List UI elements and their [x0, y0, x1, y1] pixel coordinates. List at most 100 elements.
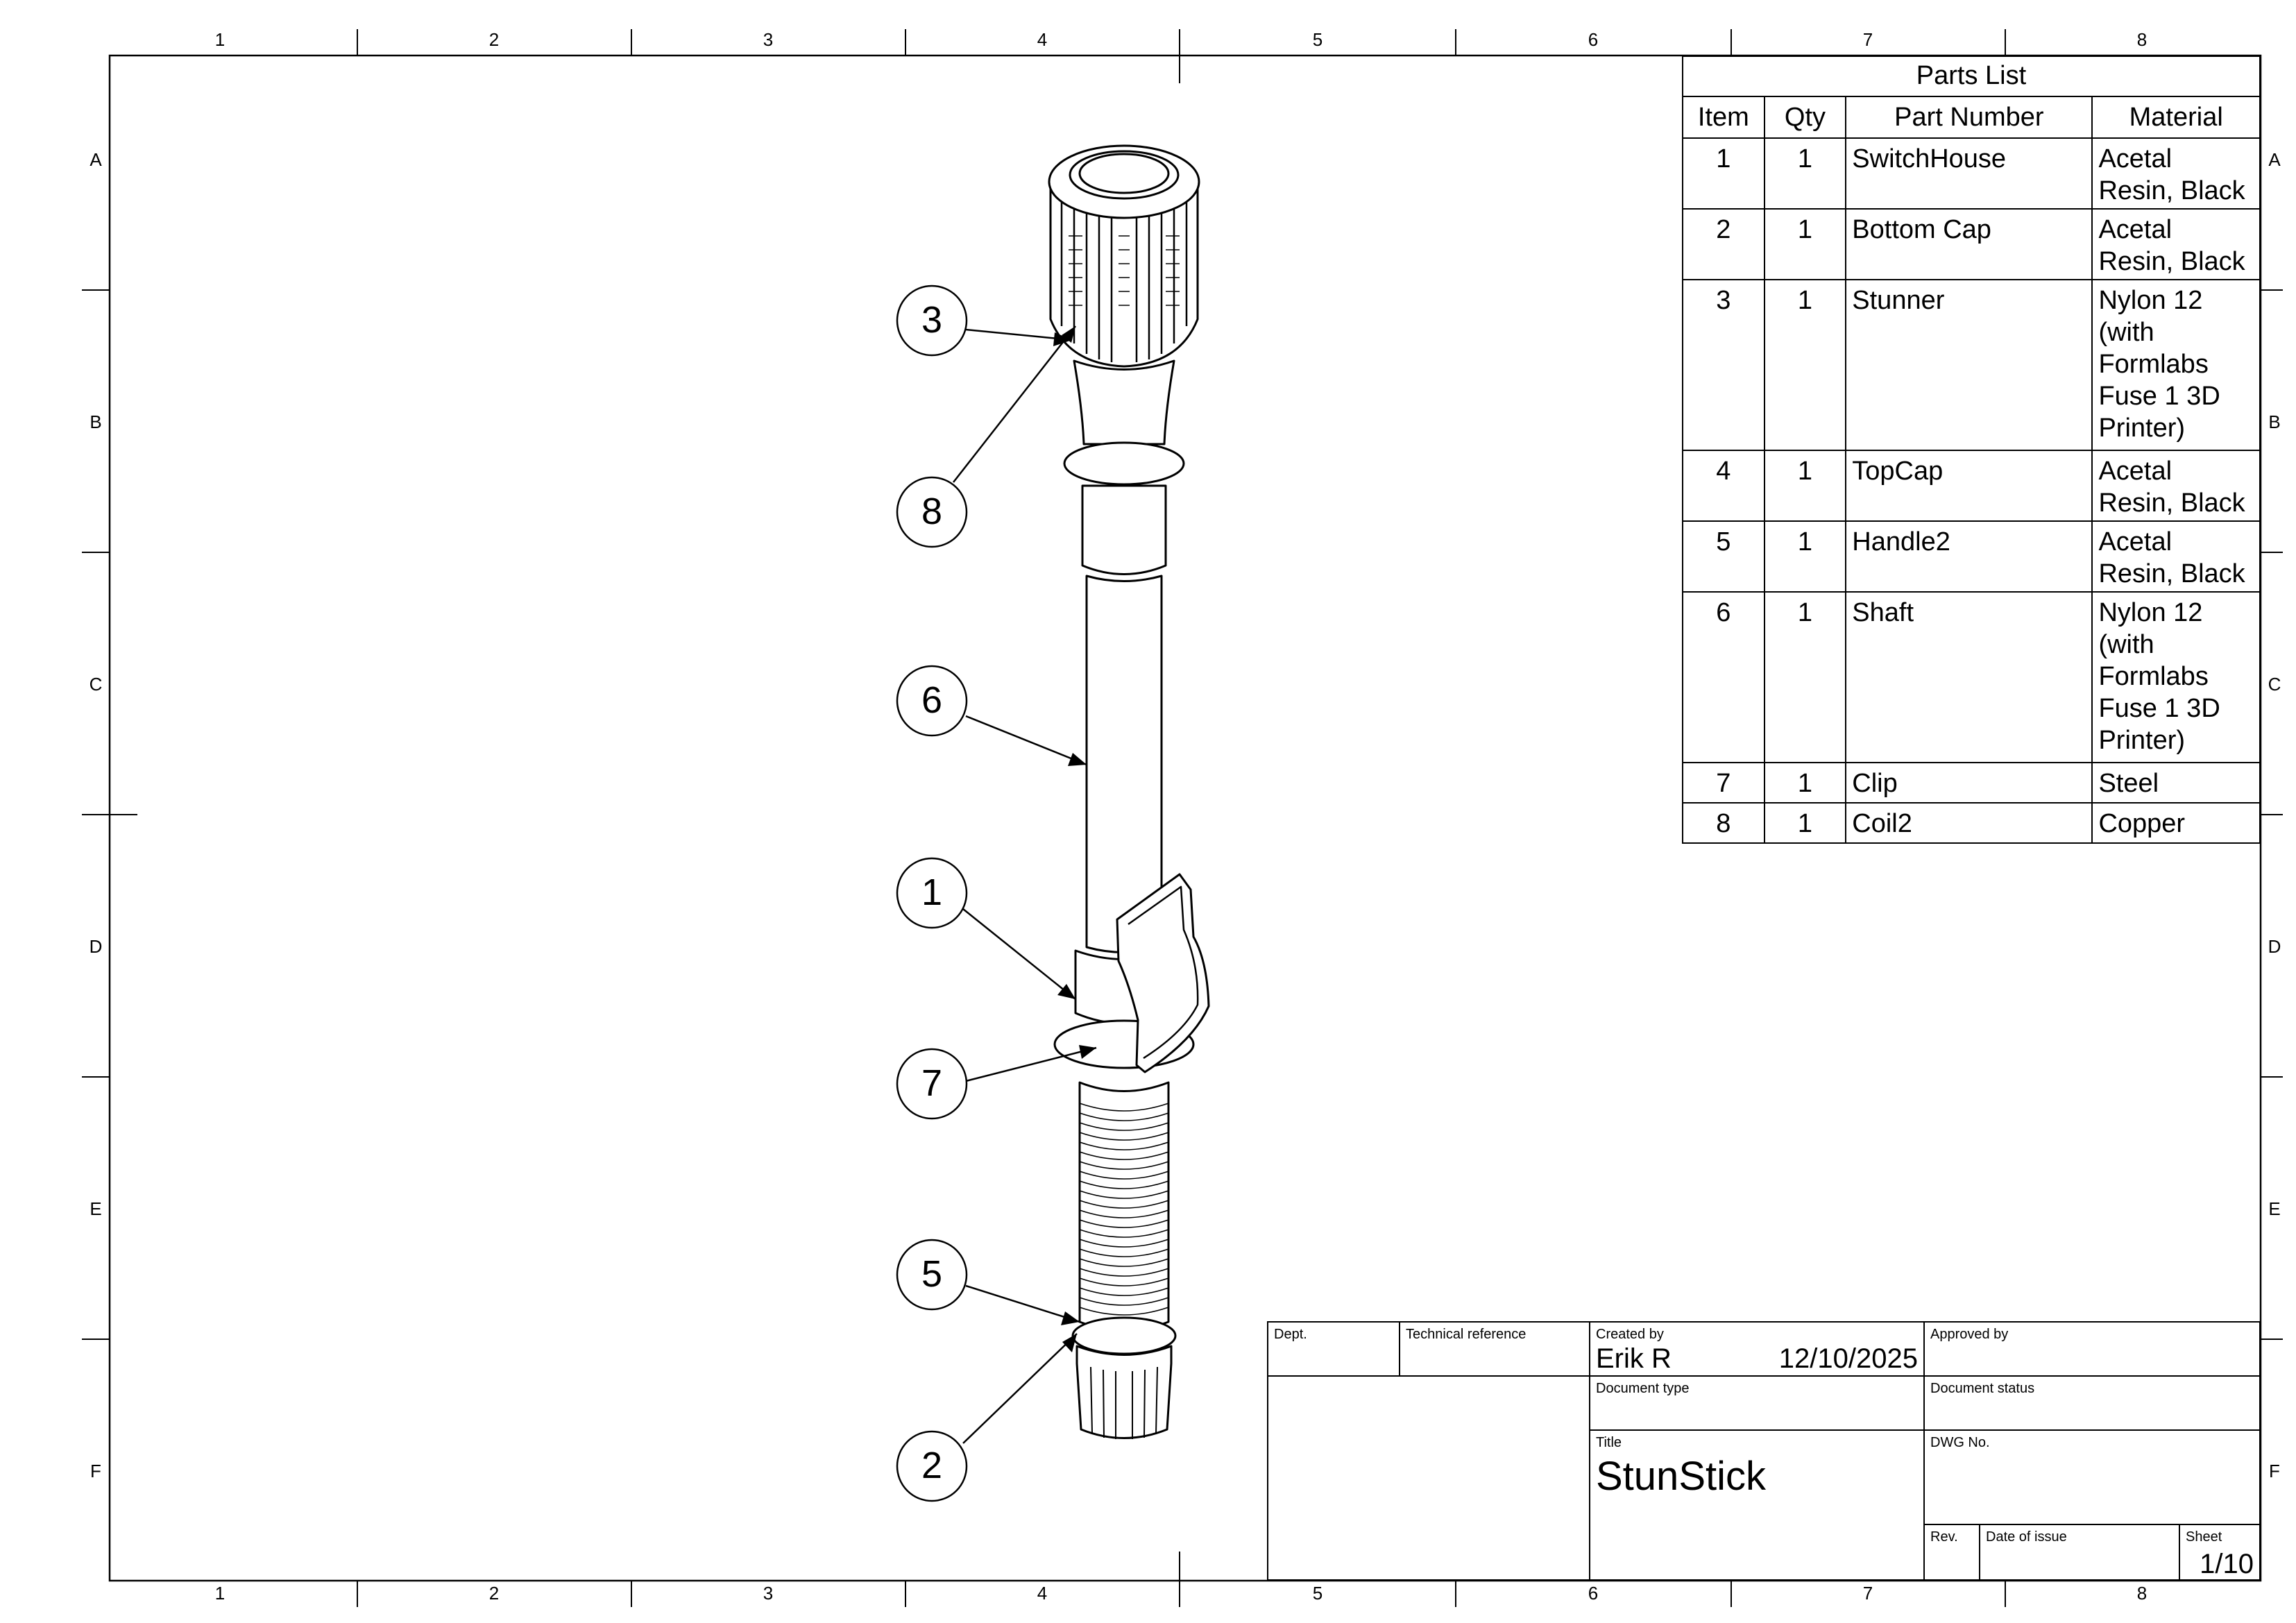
item-balloons — [896, 284, 1097, 1502]
balloon-item-3 — [896, 284, 968, 357]
tb-date-of-issue-label: Date of issue — [1986, 1529, 2067, 1545]
balloon-label-7: 7 — [921, 1062, 943, 1104]
switch-housing-body — [1081, 484, 1167, 575]
zone-row-left-b: B — [90, 411, 102, 432]
bottom-cap-rim — [1071, 1316, 1177, 1355]
cell-material: Acetal Resin, Black — [2091, 208, 2261, 280]
zone-col-bottom-5: 5 — [1312, 1583, 1323, 1604]
cell-material: Acetal Resin, Black — [2091, 450, 2261, 522]
tb-document-status: Document status — [1923, 1375, 2261, 1431]
parts-list-header-row: Item Qty Part Number Material — [1682, 96, 2261, 139]
parts-list-table: Parts List Item Qty Part Number Material… — [1682, 56, 2261, 844]
tb-dept-label: Dept. — [1274, 1327, 1307, 1342]
cell-material: Acetal Resin, Black — [2091, 520, 2261, 593]
balloon-label-5: 5 — [921, 1253, 943, 1295]
cell-material: Nylon 12 (with Formlabs Fuse 1 3D Printe… — [2091, 279, 2261, 451]
table-row: 4 1 TopCap Acetal Resin, Black — [1682, 450, 2261, 522]
table-row: 3 1 Stunner Nylon 12 (with Formlabs Fuse… — [1682, 279, 2261, 451]
cell-material: Steel — [2091, 762, 2261, 804]
zone-row-left-e: E — [90, 1198, 102, 1219]
balloon-item-6 — [896, 665, 968, 737]
zone-row-right-f: F — [2269, 1461, 2280, 1481]
tb-rev: Rev. — [1923, 1524, 1980, 1581]
cell-part-number: SwitchHouse — [1845, 137, 2093, 210]
zone-ticks-top — [357, 29, 2006, 83]
zone-col-bottom-7: 7 — [1862, 1583, 1873, 1604]
cell-item: 3 — [1682, 279, 1765, 451]
stunner-head — [1048, 144, 1200, 368]
zone-row-right-c: C — [2268, 674, 2281, 695]
header-qty: Qty — [1763, 96, 1847, 139]
zone-col-bottom-1: 1 — [214, 1583, 226, 1604]
zone-col-top-4: 4 — [1037, 29, 1048, 50]
table-row: 7 1 Clip Steel — [1682, 762, 2261, 804]
balloon-label-1: 1 — [921, 872, 943, 913]
cell-part-number: Stunner — [1845, 279, 2093, 451]
tb-tech-ref: Technical reference — [1399, 1321, 1590, 1377]
cell-item: 7 — [1682, 762, 1765, 804]
zone-ticks-left — [82, 289, 137, 1340]
cell-qty: 1 — [1763, 450, 1847, 522]
balloon-label-8: 8 — [921, 491, 943, 532]
zone-col-top-5: 5 — [1312, 29, 1323, 50]
zone-col-top-8: 8 — [2136, 29, 2148, 50]
stunstick-assembly-view — [1048, 144, 1210, 1439]
handle — [1078, 1081, 1170, 1332]
balloon-item-2 — [896, 1430, 968, 1502]
tb-approved-by: Approved by — [1923, 1321, 2261, 1377]
zone-col-bottom-3: 3 — [763, 1583, 774, 1604]
cell-material: Acetal Resin, Black — [2091, 137, 2261, 210]
zone-col-bottom-2: 2 — [488, 1583, 500, 1604]
tb-sheet: Sheet 1/10 — [2179, 1524, 2261, 1581]
bottom-cap — [1075, 1345, 1173, 1439]
zone-col-bottom-4: 4 — [1037, 1583, 1048, 1604]
zone-row-left-a: A — [90, 149, 102, 170]
balloon-label-3: 3 — [921, 299, 943, 341]
switch-housing-neck — [1073, 359, 1175, 445]
table-row: 1 1 SwitchHouse Acetal Resin, Black — [1682, 137, 2261, 210]
tb-sheet-label: Sheet — [2186, 1529, 2222, 1545]
zone-ticks-bottom — [357, 1552, 2006, 1607]
parts-list-caption: Parts List — [1682, 56, 2261, 97]
tb-created-by-value: Erik R — [1596, 1343, 1672, 1374]
balloon-item-1 — [896, 857, 968, 929]
cell-material: Nylon 12 (with Formlabs Fuse 1 3D Printe… — [2091, 591, 2261, 763]
header-item: Item — [1682, 96, 1765, 139]
zone-col-bottom-8: 8 — [2136, 1583, 2148, 1604]
cell-part-number: Clip — [1845, 762, 2093, 804]
cell-qty: 1 — [1763, 520, 1847, 593]
cell-item: 6 — [1682, 591, 1765, 763]
cell-qty: 1 — [1763, 591, 1847, 763]
tb-title: Title StunStick — [1589, 1429, 1925, 1581]
switch-housing-ring — [1063, 441, 1185, 486]
tb-dept: Dept. — [1267, 1321, 1400, 1377]
balloon-label-2: 2 — [921, 1445, 943, 1486]
header-part-number: Part Number — [1845, 96, 2093, 139]
zone-row-right-d: D — [2268, 936, 2281, 957]
cell-part-number: Shaft — [1845, 591, 2093, 763]
tb-rev-label: Rev. — [1930, 1529, 1958, 1545]
tb-created-by-label: Created by — [1596, 1327, 1664, 1342]
zone-col-top-7: 7 — [1862, 29, 1873, 50]
parts-list-caption-row: Parts List — [1682, 56, 2261, 97]
zone-col-top-6: 6 — [1588, 29, 1599, 50]
cell-item: 2 — [1682, 208, 1765, 280]
zone-row-right-e: E — [2268, 1198, 2281, 1219]
zone-row-left-d: D — [89, 936, 103, 957]
tb-title-value: StunStick — [1596, 1454, 1766, 1499]
table-row: 6 1 Shaft Nylon 12 (with Formlabs Fuse 1… — [1682, 591, 2261, 763]
zone-row-left-c: C — [89, 674, 103, 695]
table-row: 2 1 Bottom Cap Acetal Resin, Black — [1682, 208, 2261, 280]
cell-qty: 1 — [1763, 137, 1847, 210]
balloon-item-8 — [896, 476, 968, 548]
zone-col-top-1: 1 — [214, 29, 226, 50]
balloon-item-7 — [896, 1048, 968, 1120]
tb-sheet-value: 1/10 — [2200, 1549, 2254, 1579]
zone-col-bottom-6: 6 — [1588, 1583, 1599, 1604]
header-material: Material — [2091, 96, 2261, 139]
cell-part-number: Coil2 — [1845, 802, 2093, 844]
title-block: Dept. Technical reference Created by Eri… — [1267, 1321, 2261, 1581]
cell-item: 5 — [1682, 520, 1765, 593]
